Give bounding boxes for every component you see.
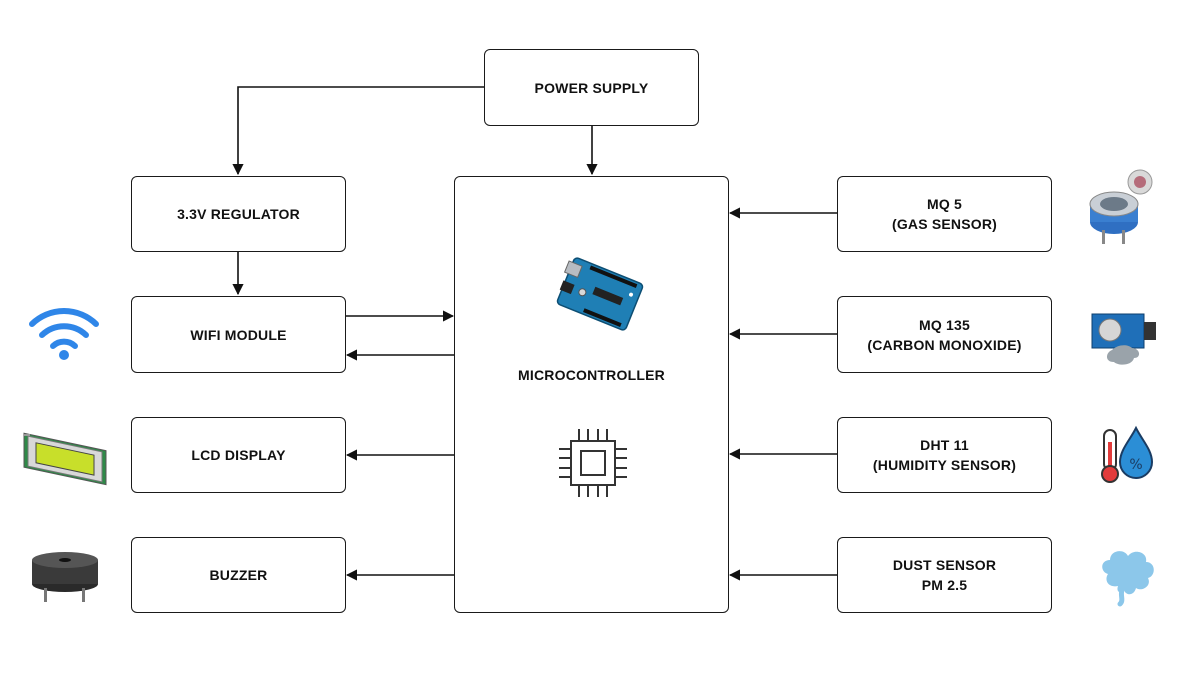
dust-sensor-block: DUST SENSOR PM 2.5 bbox=[837, 537, 1052, 613]
air-quality-sensor-icon bbox=[1091, 313, 1156, 365]
dust-title: DUST SENSOR bbox=[892, 557, 997, 573]
lcd-display-label: LCD DISPLAY bbox=[191, 447, 286, 463]
buzzer-icon bbox=[32, 552, 98, 602]
regulator-block: 3.3V REGULATOR bbox=[131, 176, 346, 252]
dust-subtitle: PM 2.5 bbox=[921, 577, 968, 593]
mq5-subtitle: (GAS SENSOR) bbox=[891, 216, 998, 232]
mq135-subtitle: (CARBON MONOXIDE) bbox=[867, 336, 1022, 353]
wifi-module-block: WIFI MODULE bbox=[131, 296, 346, 373]
buzzer-block: BUZZER bbox=[131, 537, 346, 613]
microcontroller-label: MICROCONTROLLER bbox=[518, 367, 665, 383]
gas-sensor-icon bbox=[1089, 169, 1153, 244]
lcd-display-block: LCD DISPLAY bbox=[131, 417, 346, 493]
mq5-title: MQ 5 bbox=[926, 196, 962, 212]
mq5-sensor-block: MQ 5 (GAS SENSOR) bbox=[837, 176, 1052, 252]
dust-cloud-icon bbox=[1102, 551, 1154, 607]
dht11-title: DHT 11 bbox=[920, 437, 969, 453]
regulator-label: 3.3V REGULATOR bbox=[177, 206, 300, 222]
wifi-icon bbox=[29, 308, 99, 360]
microcontroller-block: MICROCONTROLLER bbox=[454, 176, 729, 613]
chip-icon bbox=[559, 429, 627, 497]
power-to-regulator-arrow bbox=[232, 86, 485, 176]
svg-text:%: % bbox=[1129, 457, 1142, 473]
lcd-module-icon bbox=[23, 432, 107, 486]
power-supply-block: POWER SUPPLY bbox=[484, 49, 699, 126]
wifi-module-label: WIFI MODULE bbox=[190, 326, 287, 343]
mq135-title: MQ 135 bbox=[918, 316, 970, 333]
dht11-sensor-block: DHT 11 (HUMIDITY SENSOR) bbox=[837, 417, 1052, 493]
mq135-sensor-block: MQ 135 (CARBON MONOXIDE) bbox=[837, 296, 1052, 373]
buzzer-label: BUZZER bbox=[209, 567, 268, 583]
arduino-board-icon bbox=[556, 257, 644, 331]
power-supply-label: POWER SUPPLY bbox=[534, 79, 649, 96]
thermometer-humidity-icon: % bbox=[1101, 425, 1154, 483]
dht11-subtitle: (HUMIDITY SENSOR) bbox=[872, 457, 1017, 473]
